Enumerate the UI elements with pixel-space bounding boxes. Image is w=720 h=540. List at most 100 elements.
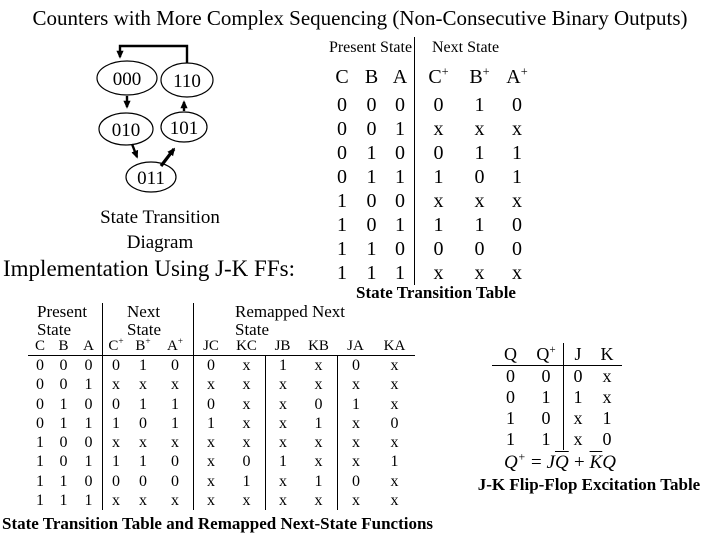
cell: 0 xyxy=(102,394,129,414)
column-letter: A xyxy=(392,66,408,88)
cell: 1 xyxy=(541,387,551,407)
cell: 0 xyxy=(512,238,522,260)
table-row: 0 0 1 x x x xyxy=(327,117,537,141)
state-node-000: 000 xyxy=(96,60,158,96)
table-body: 0 0 0 0 1 0 0 x 1 x 0 x 0 0 1 x x x x xyxy=(28,356,415,511)
cell: 0 xyxy=(337,142,347,164)
cell: 0 xyxy=(171,357,179,374)
cell: 1 xyxy=(265,452,300,472)
cell: 0 xyxy=(314,395,323,413)
table-row: 0 1 0 0 1 1 xyxy=(327,141,537,165)
column-header: KC xyxy=(228,339,265,355)
column-header: C+ xyxy=(414,62,462,93)
column-letter: A xyxy=(166,338,178,354)
cell: 1 xyxy=(395,262,405,284)
jk-excitation-table: Q Q+ J K 0 0 0 x 0 1 1 x 1 xyxy=(492,343,622,450)
column-header: B xyxy=(357,62,386,93)
cell: 0 xyxy=(36,376,44,394)
column-letter: C xyxy=(108,338,119,354)
cell: x xyxy=(512,190,522,212)
cell: 1 xyxy=(506,429,515,449)
cell: x xyxy=(193,433,228,453)
cell: 0 xyxy=(84,472,93,490)
column-header: C xyxy=(327,62,357,93)
cell: x xyxy=(414,117,462,141)
cell: 1 xyxy=(36,434,44,452)
cell: 1 xyxy=(314,472,323,490)
cell: x xyxy=(390,434,399,452)
cell: 0 xyxy=(541,408,551,428)
page-title: Counters with More Complex Sequencing (N… xyxy=(32,6,688,30)
column-header: Q xyxy=(492,343,529,365)
cell: 1 xyxy=(59,395,68,413)
cell: 0 xyxy=(59,434,68,452)
column-header: B+ xyxy=(129,337,157,355)
cell: 0 xyxy=(193,394,228,414)
cell: x xyxy=(390,492,399,510)
state-node-010: 010 xyxy=(98,112,154,146)
cell: 0 xyxy=(102,471,129,492)
cell: 1 xyxy=(265,356,300,376)
cell: x xyxy=(602,366,612,386)
cell: x xyxy=(242,434,251,452)
column-header: A+ xyxy=(497,62,537,93)
cell: 1 xyxy=(59,414,68,432)
column-header: KA xyxy=(374,339,415,355)
cell: x xyxy=(171,434,179,452)
cell: 0 xyxy=(337,166,347,188)
cell: x xyxy=(390,472,399,490)
superscript: + xyxy=(118,337,124,347)
table-row: 1 0 1 1 1 0 x 0 1 x x 1 xyxy=(28,452,415,472)
equation-k-bar: K xyxy=(589,452,603,473)
table-row: 0 0 1 x x x x x x x x x xyxy=(28,375,415,395)
column-letter: B xyxy=(58,338,69,354)
table-row: 1 1 0 0 0 0 x 1 x 1 0 x xyxy=(28,471,415,492)
column-header-row: C B A C+ B+ A+ xyxy=(327,62,537,93)
cell: 0 xyxy=(395,238,405,260)
cell: x xyxy=(337,452,374,472)
cell: x xyxy=(314,453,323,471)
equation-q: Q xyxy=(602,452,616,473)
edge-010-to-011 xyxy=(130,143,139,159)
column-letter: JA xyxy=(347,338,364,354)
cell: 0 xyxy=(395,142,405,164)
cell: x xyxy=(171,492,179,510)
group-header-row: Present State Next State Remapped Next S… xyxy=(28,303,415,339)
cell: x xyxy=(193,491,228,511)
equation-lhs: Q xyxy=(504,452,518,473)
table-row: 0 0 0 x xyxy=(492,366,622,387)
cell: 1 xyxy=(36,453,44,471)
cell: 1 xyxy=(59,492,68,510)
cell: 0 xyxy=(337,356,374,376)
cell: 0 xyxy=(84,434,93,452)
cell: 1 xyxy=(474,94,485,116)
cell: 1 xyxy=(414,213,462,237)
cell: 0 xyxy=(102,356,129,376)
superscript: + xyxy=(520,64,528,79)
cell: 0 xyxy=(414,93,462,117)
column-letter: B xyxy=(364,66,379,88)
cell: 0 xyxy=(139,472,147,490)
cell: 0 xyxy=(366,214,377,236)
superscript: + xyxy=(441,64,449,79)
equation-q-bar: Q xyxy=(554,452,569,473)
cell: 0 xyxy=(84,395,93,413)
column-header: J xyxy=(563,343,592,365)
cell: x xyxy=(602,387,612,407)
column-header: A xyxy=(75,339,102,355)
cell: 1 xyxy=(84,414,93,432)
cell: 1 xyxy=(84,453,93,471)
cell: 0 xyxy=(395,94,405,116)
edge-011-to-101 xyxy=(159,147,176,167)
cell: x xyxy=(563,408,592,429)
state-transition-table: Present State Next State C B A C+ B+ A+ … xyxy=(327,37,537,285)
cell: 1 xyxy=(366,262,377,284)
table-row: 0 1 1 1 0 1 xyxy=(327,165,537,189)
excitation-table-caption: J-K Flip-Flop Excitation Table xyxy=(477,475,701,494)
cell: x xyxy=(102,491,129,511)
table-row: 1 0 x 1 xyxy=(492,408,622,429)
state-node-110: 110 xyxy=(160,62,214,98)
superscript: + xyxy=(177,337,184,347)
group-header-row: Present State Next State xyxy=(327,37,537,62)
cell: x xyxy=(193,452,228,472)
